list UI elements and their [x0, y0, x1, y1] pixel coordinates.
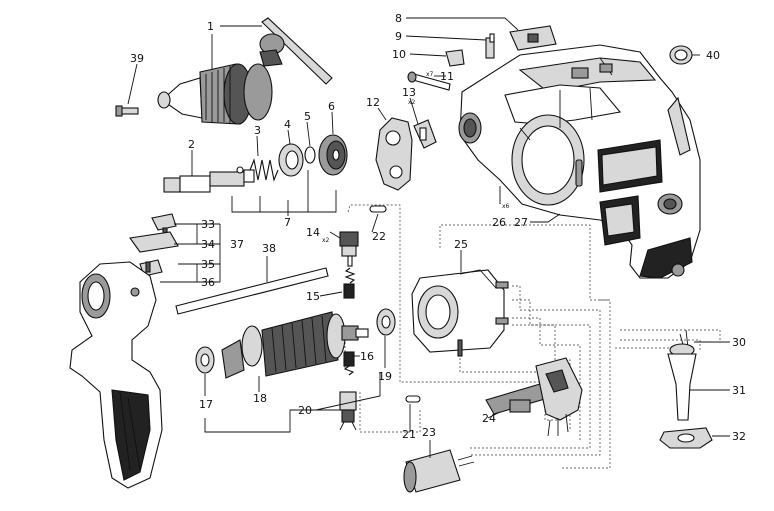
qty-14: x2	[322, 237, 330, 244]
leader-lines	[127, 17, 730, 458]
qty-11: x7	[426, 71, 434, 78]
part-32-cord-clamp	[659, 427, 713, 449]
label-3: 3	[254, 124, 261, 137]
label-31: 31	[732, 384, 746, 397]
drill-housing	[458, 44, 701, 279]
label-6: 6	[328, 100, 335, 113]
part-2-spindle	[163, 169, 255, 193]
part-5-ring	[304, 146, 316, 164]
label-30: 30	[732, 336, 746, 349]
part-40-washer	[669, 45, 693, 65]
label-14: 14	[306, 226, 320, 239]
label-33: 33	[201, 218, 215, 231]
label-2: 2	[188, 138, 195, 151]
part-9	[485, 33, 495, 59]
label-5: 5	[304, 110, 311, 123]
label-9: 9	[395, 30, 402, 43]
part-14-brush-holder	[339, 231, 359, 267]
callout-numbers: 1 39 2 3 4 5 6 7 8 9 10 11 x7 12 13 x2 4…	[130, 12, 746, 443]
part-30-cord	[669, 329, 695, 357]
qty-26: x6	[502, 203, 510, 210]
part-36-side-handle	[69, 261, 163, 489]
label-11: 11	[440, 70, 454, 83]
label-1: 1	[207, 20, 214, 33]
label-8: 8	[395, 12, 402, 25]
label-24: 24	[482, 412, 496, 425]
part-22-plug	[369, 205, 387, 213]
label-7: 7	[284, 216, 291, 229]
part-23-capacitor	[403, 449, 475, 493]
label-37: 37	[230, 238, 244, 251]
part-20-brush-holder	[339, 391, 357, 431]
label-18: 18	[253, 392, 267, 405]
part-19-bearing	[376, 308, 396, 336]
part-16-brush	[343, 351, 355, 376]
label-15: 15	[306, 290, 320, 303]
label-20: 20	[298, 404, 312, 417]
part-18-armature	[221, 311, 369, 379]
label-21: 21	[402, 428, 416, 441]
part-1-chuck	[157, 63, 273, 125]
part-8	[509, 25, 557, 51]
label-32: 32	[732, 430, 746, 443]
part-21-plug	[405, 395, 421, 403]
label-17: 17	[199, 398, 213, 411]
part-39-screw	[115, 105, 139, 117]
label-4: 4	[284, 118, 291, 131]
label-10: 10	[392, 48, 406, 61]
label-38: 38	[262, 242, 276, 255]
label-19: 19	[378, 370, 392, 383]
label-40: 40	[706, 49, 720, 62]
label-34: 34	[201, 238, 215, 251]
part-1-chuck-key	[259, 17, 333, 85]
part-25-stator	[411, 269, 509, 357]
label-39: 39	[130, 52, 144, 65]
part-11-screw	[407, 71, 451, 91]
part-13	[413, 119, 437, 149]
label-35: 35	[201, 258, 215, 271]
part-38-depth-rod	[175, 267, 329, 315]
part-17-bearing	[195, 346, 215, 374]
part-34-clamp	[129, 231, 179, 253]
part-4-bearing	[278, 143, 304, 177]
part-24-switch	[485, 357, 583, 437]
part-6-gear	[318, 134, 348, 176]
label-27: 27	[514, 216, 528, 229]
part-15-brush	[343, 267, 356, 299]
label-13: 13	[402, 86, 416, 99]
label-22: 22	[372, 230, 386, 243]
label-23: 23	[422, 426, 436, 439]
part-31-cord-guard	[667, 353, 697, 421]
label-36: 36	[201, 276, 215, 289]
part-12	[375, 117, 413, 191]
qty-13: x2	[408, 99, 416, 106]
label-12: 12	[366, 96, 380, 109]
label-25: 25	[454, 238, 468, 251]
part-35-nut	[139, 259, 163, 277]
part-3-spring	[236, 158, 279, 182]
label-26: 26	[492, 216, 506, 229]
part-10	[445, 49, 465, 67]
label-16: 16	[360, 350, 374, 363]
wiring-lines	[344, 204, 721, 469]
